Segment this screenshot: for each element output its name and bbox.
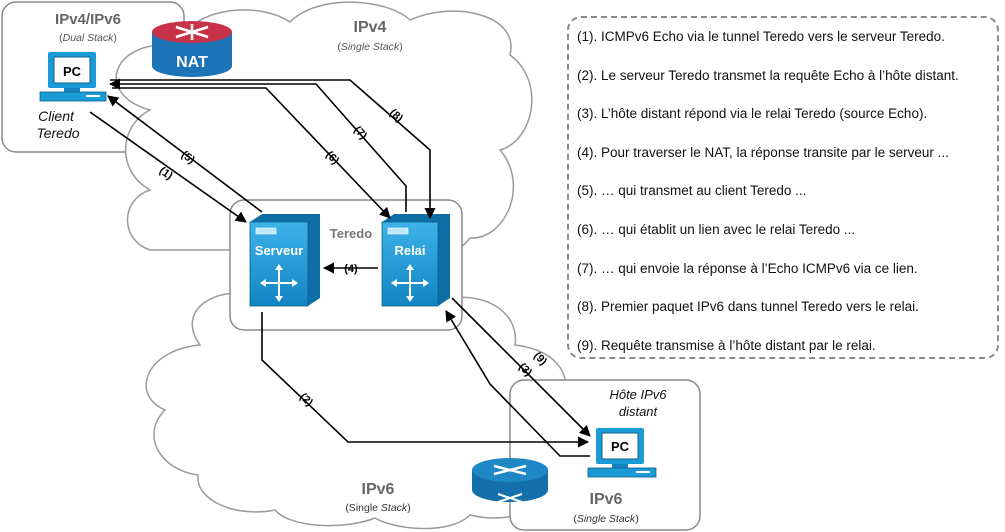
arrow-4-label: (4) [344, 263, 358, 275]
client-pc-label: PC [63, 64, 82, 79]
legend-item-7: (7). … qui envoie la réponse à l’Echo IC… [577, 260, 918, 276]
client-pc: PC [39, 52, 107, 102]
arrow-7 [108, 78, 407, 212]
nat-router: NAT [152, 21, 232, 77]
arrow-6 [112, 87, 391, 219]
legend-item-4: (4). Pour traverser le NAT, la réponse t… [577, 144, 949, 160]
client-caption-line2: Teredo [36, 125, 79, 141]
legend-item-3: (3). L’hôte distant répond via le relai … [577, 106, 928, 122]
legend-item-2: (2). Le serveur Teredo transmet la requê… [577, 67, 959, 83]
ipv4-subtitle: (Single Stack) [337, 41, 402, 53]
arrow-3 [445, 310, 590, 457]
host-title-line2: distant [619, 404, 659, 419]
nat-label: NAT [176, 54, 208, 71]
ipv4-title: IPv4 [354, 19, 387, 36]
relay-label: Relai [394, 243, 425, 258]
dual-stack-title: IPv4/IPv6 [55, 11, 121, 28]
arrow-5 [107, 95, 263, 213]
relay-arrows-icon [391, 264, 429, 302]
arrow-8 [110, 79, 436, 220]
arrow-9 [451, 297, 591, 437]
legend-item-6: (6). … qui établit un lien avec le relai… [577, 221, 856, 237]
legend-item-5: (5). … qui transmet au client Teredo ... [577, 183, 807, 199]
arrows [89, 78, 591, 457]
host-pc: PC [587, 428, 657, 478]
host-net-subtitle: (Single Stack) [573, 513, 638, 525]
ipv6-cloud-title: IPv6 [362, 481, 395, 498]
server-arrows-icon [260, 264, 298, 302]
host-net-title: IPv6 [590, 491, 623, 508]
teredo-relay: Relai [381, 214, 450, 307]
ipv6-cloud-subtitle: (Single Stack) [345, 502, 410, 514]
teredo-server: Serveur [249, 214, 320, 307]
legend-item-8: (8). Premier paquet IPv6 dans tunnel Ter… [577, 299, 919, 315]
legend-item-9: (9). Requête transmise à l’hôte distant … [577, 337, 876, 353]
host-title-line1: Hôte IPv6 [609, 387, 667, 402]
arrow-2 [261, 312, 590, 448]
client-caption-line1: Client [38, 108, 75, 124]
dual-stack-subtitle: (Dual Stack) [59, 32, 117, 44]
server-label: Serveur [255, 243, 303, 258]
legend-item-1: (1). ICMPv6 Echo via le tunnel Teredo ve… [577, 29, 945, 44]
host-pc-label: PC [611, 439, 630, 454]
legend-panel: (1). ICMPv6 Echo via le tunnel Teredo ve… [567, 16, 999, 359]
teredo-title: Teredo [330, 226, 372, 241]
ipv6-router [472, 458, 548, 503]
arrow-1 [89, 111, 247, 223]
